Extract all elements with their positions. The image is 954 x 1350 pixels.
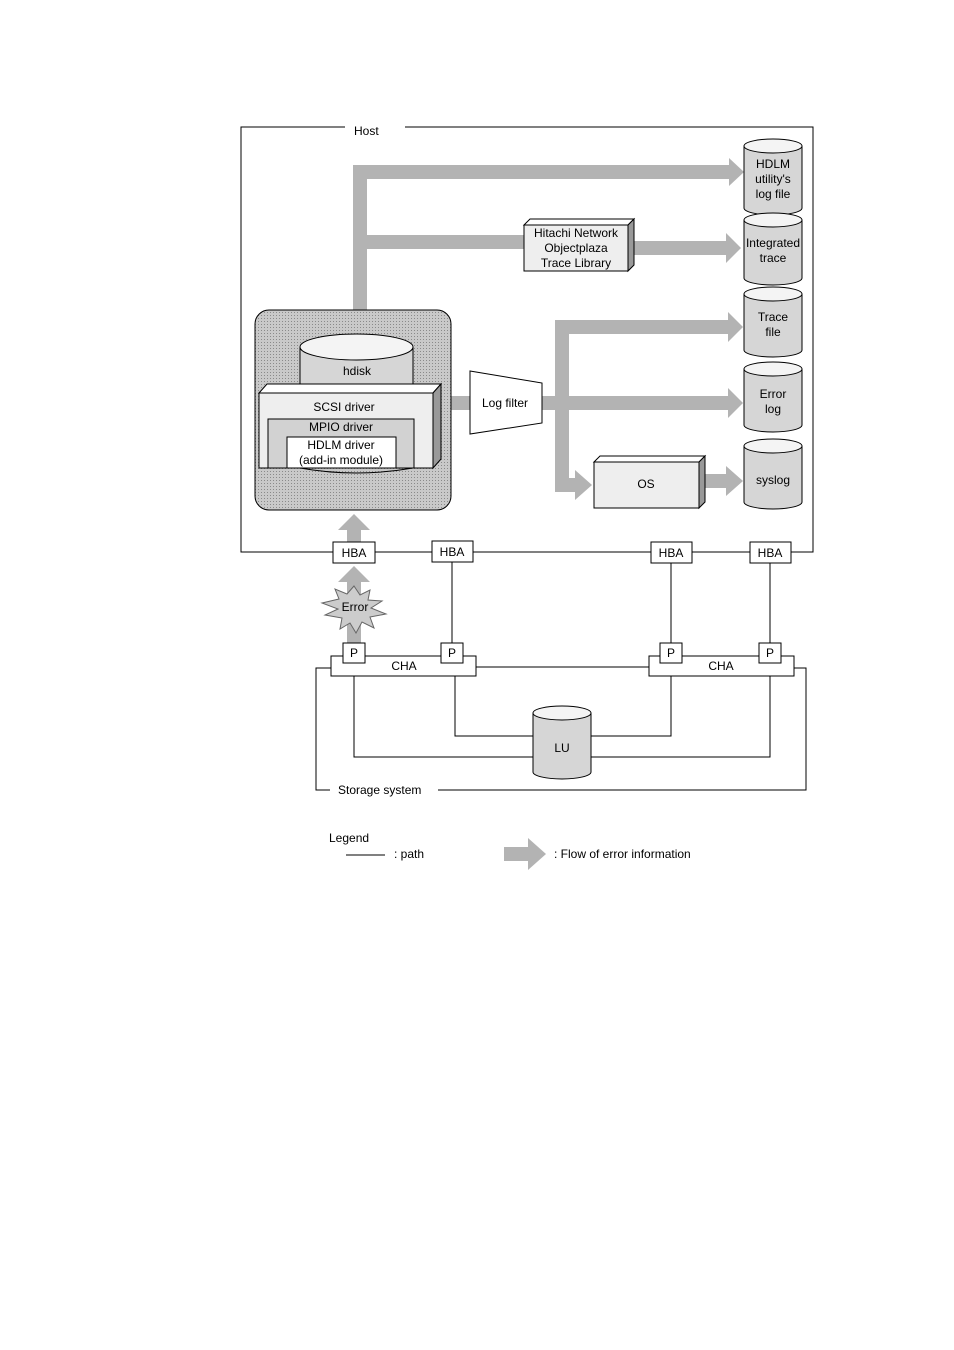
legend: Legend : path : Flow of error informatio… <box>329 831 691 870</box>
legend-path-label: : path <box>394 847 424 861</box>
flow-arrowhead-utility-log <box>729 158 744 186</box>
log-filter-label: Log filter <box>482 396 528 410</box>
driver-stack-panel: hdisk SCSI driver MPIO driver HDLM drive… <box>255 310 451 510</box>
port-4-label: P <box>766 646 774 660</box>
port-3-label: P <box>667 646 675 660</box>
syslog-label: syslog <box>756 473 790 487</box>
trace-library-line2: Objectplaza <box>544 241 608 255</box>
port-3: P <box>660 643 682 663</box>
utility-log-line3: log file <box>756 187 791 201</box>
port-1: P <box>343 643 365 663</box>
error-label: Error <box>342 600 369 614</box>
lu-label: LU <box>554 741 569 755</box>
path-p2-lu <box>455 676 533 736</box>
utility-log-line2: utility's <box>755 172 791 186</box>
flow-arrowhead-hdlm <box>338 514 370 530</box>
error-log-line1: Error <box>760 387 787 401</box>
hdisk-label: hdisk <box>343 364 372 378</box>
error-log-line2: log <box>765 402 781 416</box>
mpio-driver-label: MPIO driver <box>309 420 373 434</box>
hdlm-driver-label-line2: (add-in module) <box>299 453 383 467</box>
path-p1-lu <box>354 676 533 757</box>
trace-library-line3: Trace Library <box>541 256 611 270</box>
utility-log-line1: HDLM <box>756 157 790 171</box>
path-p3-lu <box>591 676 671 736</box>
syslog-cylinder: syslog <box>744 439 802 509</box>
hdlm-driver-box: HDLM driver (add-in module) <box>287 437 413 473</box>
port-2-label: P <box>448 646 456 660</box>
cha-right-label: CHA <box>708 659 733 673</box>
error-log-cylinder: Error log <box>744 362 802 432</box>
flow-arrowhead-os <box>575 470 592 500</box>
integrated-trace-line2: trace <box>760 251 787 265</box>
flow-arrowhead-syslog <box>726 466 743 496</box>
hba-1: HBA <box>333 542 375 563</box>
integrated-trace-line1: Integrated <box>746 236 800 250</box>
hdisk-cylinder: hdisk <box>300 334 413 385</box>
flow-arrowhead-integrated-trace <box>726 233 741 263</box>
path-p4-lu <box>591 676 770 757</box>
port-4: P <box>759 643 781 663</box>
trace-file-cylinder: Trace file <box>744 287 802 357</box>
os-label: OS <box>637 477 654 491</box>
hba-2-label: HBA <box>440 545 465 559</box>
hba-2: HBA <box>432 541 473 562</box>
legend-flow-arrow-icon <box>504 838 546 870</box>
port-1-label: P <box>350 646 358 660</box>
flow-arrowhead-trace-file <box>728 312 743 342</box>
hba-3: HBA <box>651 542 692 563</box>
trace-library-line1: Hitachi Network <box>534 226 619 240</box>
flow-arrowhead-hba <box>338 566 370 582</box>
legend-flow-label: : Flow of error information <box>554 847 691 861</box>
utility-log-cylinder: HDLM utility's log file <box>744 139 802 215</box>
error-starburst: Error <box>322 586 386 633</box>
trace-library-box: Hitachi Network Objectplaza Trace Librar… <box>524 219 634 271</box>
integrated-trace-cylinder: Integrated trace <box>744 213 802 285</box>
hba-3-label: HBA <box>659 546 684 560</box>
scsi-driver-label: SCSI driver <box>313 400 374 414</box>
cha-left-label: CHA <box>391 659 416 673</box>
log-filter: Log filter <box>470 371 542 434</box>
lu-cylinder: LU <box>533 706 591 779</box>
trace-file-line2: file <box>765 325 781 339</box>
hdlm-driver-label-line1: HDLM driver <box>307 438 374 452</box>
flow-arrowhead-error-log <box>728 388 743 418</box>
legend-title: Legend <box>329 831 369 845</box>
storage-label: Storage system <box>338 783 421 797</box>
os-box: OS <box>594 456 705 508</box>
hba-4-label: HBA <box>758 546 783 560</box>
host-label: Host <box>354 124 379 138</box>
hba-4: HBA <box>750 542 791 563</box>
hba-1-label: HBA <box>342 546 367 560</box>
trace-file-line1: Trace <box>758 310 789 324</box>
port-2: P <box>441 643 463 663</box>
